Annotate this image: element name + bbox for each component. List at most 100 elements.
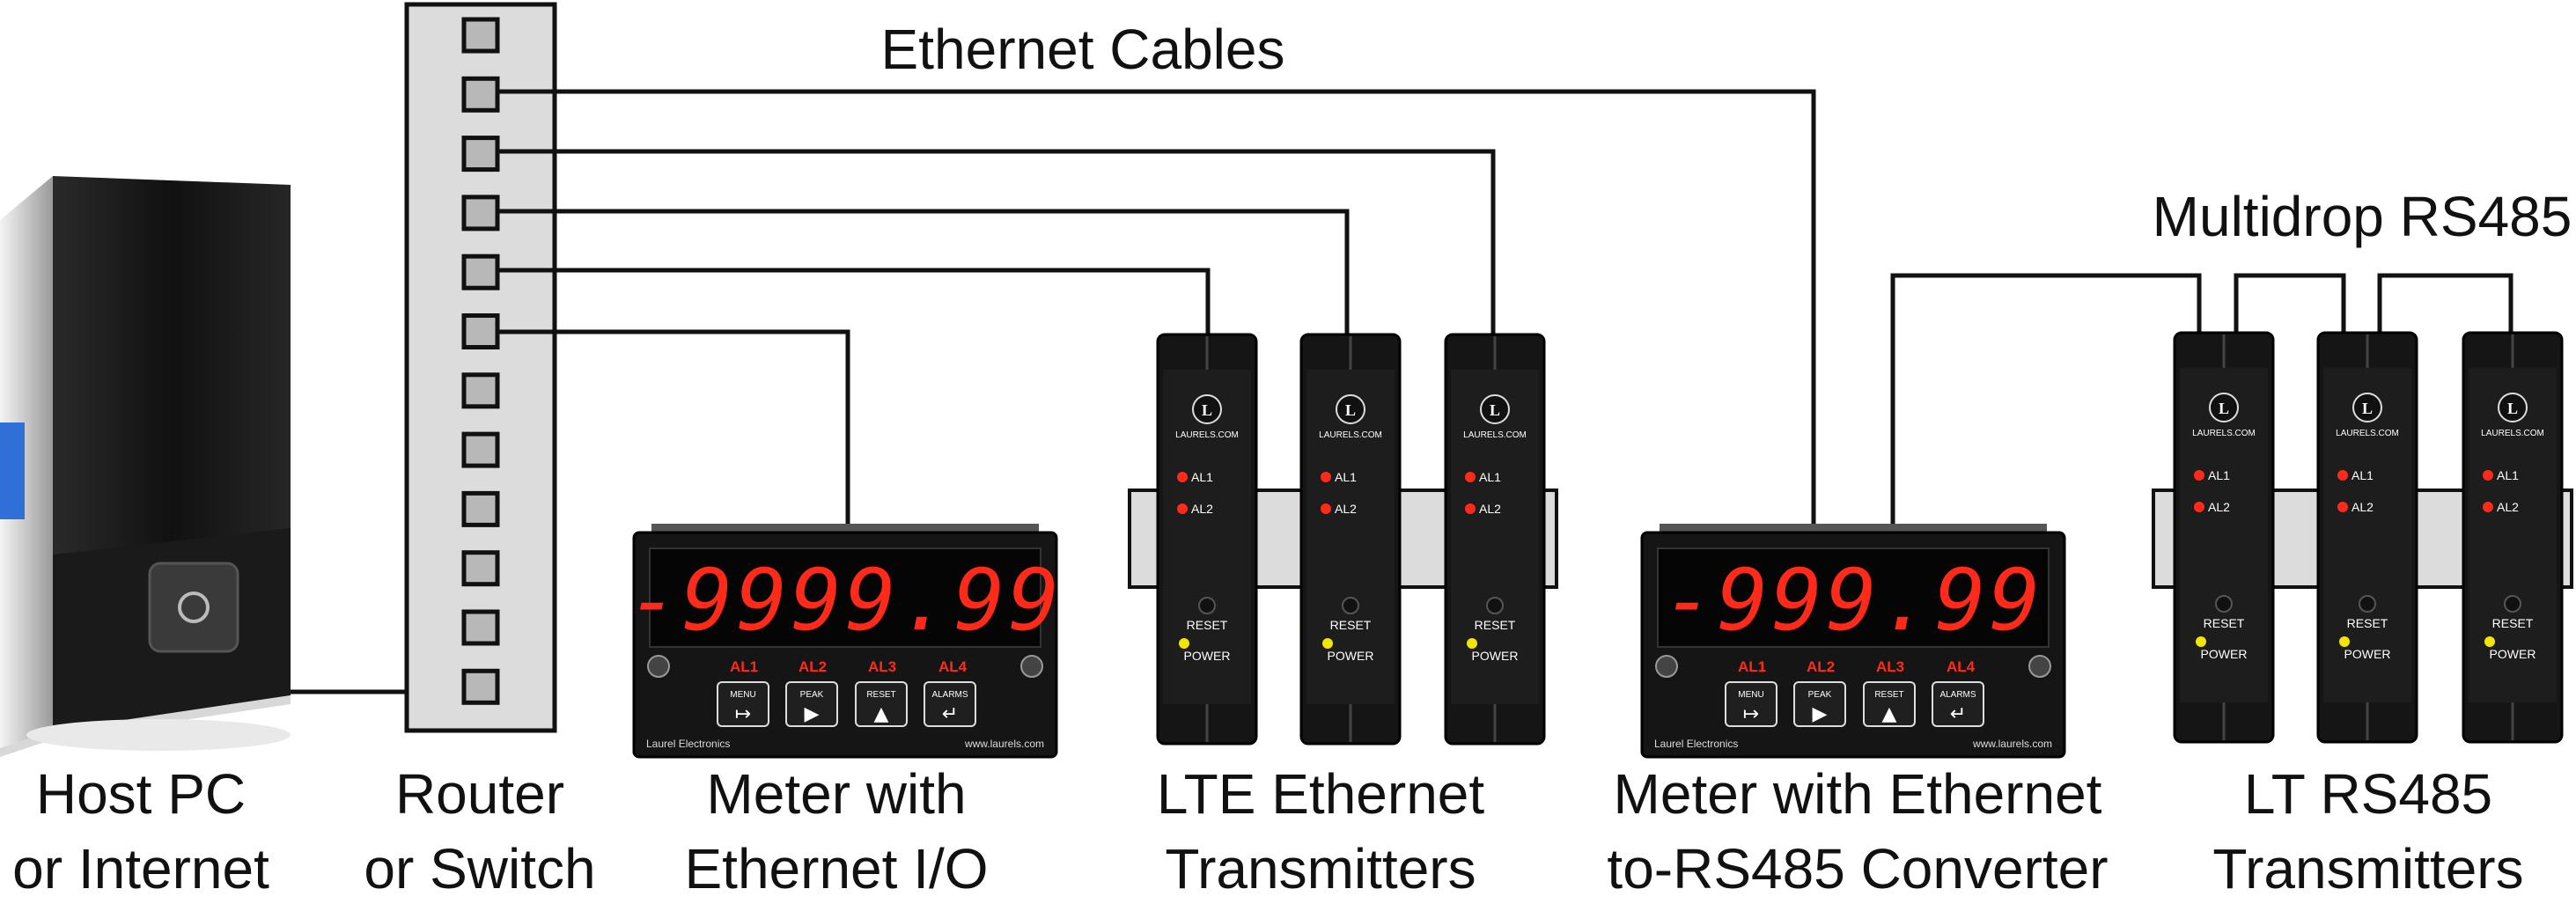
- meter-button-alarms: [924, 681, 976, 727]
- ethernet-cables: [498, 89, 2513, 528]
- reset-button-icon: [1198, 597, 1216, 614]
- meter-button-peak: [1793, 681, 1846, 727]
- logo-text: LAURELS.COM: [2192, 429, 2256, 438]
- power-label: POWER: [1472, 649, 1519, 663]
- logo-text: LAURELS.COM: [1463, 430, 1527, 440]
- alarm-led-label: AL1: [1335, 470, 1357, 484]
- transmitter-face: [2180, 368, 2268, 702]
- transmitter-face: [1306, 370, 1395, 704]
- reset-label: RESET: [1330, 618, 1372, 632]
- host-pc-tower: [0, 176, 291, 757]
- reset-label: RESET: [1475, 618, 1516, 632]
- power-led-icon: [1467, 638, 1477, 649]
- alarm-led-icon: [1321, 503, 1331, 514]
- reset-button-icon: [1486, 597, 1504, 614]
- ethernet-cables-label: Ethernet Cables: [881, 18, 1285, 81]
- reset-button-icon: [1342, 597, 1359, 614]
- alarm-led-label: AL2: [1479, 502, 1501, 516]
- alarm-led-icon: [2483, 470, 2493, 481]
- alarm-led-icon: [2337, 502, 2348, 512]
- alarm-led-icon: [1177, 503, 1188, 514]
- alarm-led-label: AL2: [2352, 500, 2374, 514]
- alarm-led-label: AL1: [2208, 468, 2230, 482]
- caption-lt-line1: LT RS485: [2243, 762, 2493, 826]
- meter-button-glyph-icon: ↵: [942, 703, 958, 725]
- laurel-logo-icon: [1480, 394, 1510, 424]
- meter-button-peak: [785, 681, 838, 727]
- router-port: [461, 550, 500, 587]
- meter-website: www.laurels.com: [964, 738, 1044, 750]
- rs485-cable-meter-lt1: [1890, 273, 2202, 528]
- meter-button-glyph-icon: ↦: [735, 703, 751, 725]
- meter-alarm-label: AL1: [1738, 658, 1766, 675]
- meter-button-label: RESET: [866, 690, 895, 700]
- transmitter-face: [1451, 370, 1539, 704]
- caption-meter-rs485-line2: to-RS485 Converter: [1607, 837, 2109, 900]
- meter-button-label: ALARMS: [931, 690, 968, 700]
- alarm-led-label: AL2: [2208, 500, 2230, 514]
- transmitter-face: [1163, 370, 1251, 704]
- power-label: POWER: [1328, 649, 1374, 663]
- logo-text: LAURELS.COM: [1175, 430, 1239, 440]
- meter-screw-icon: [1020, 655, 1043, 678]
- meter-button-label: PEAK: [1808, 690, 1832, 700]
- reset-label: RESET: [1187, 618, 1228, 632]
- router-switch: [404, 2, 557, 733]
- caption-meter-rs485-line1: Meter with Ethernet: [1613, 762, 2102, 826]
- reset-button-icon: [2504, 595, 2521, 613]
- logo-letter: L: [1345, 401, 1356, 419]
- power-led-icon: [2339, 636, 2350, 647]
- router-port: [461, 372, 500, 409]
- meter-button-glyph-icon: ↦: [1743, 703, 1759, 725]
- alarm-led-icon: [1465, 503, 1476, 514]
- caption-host-pc-line2: or Internet: [12, 837, 269, 900]
- logo-text: LAURELS.COM: [1319, 430, 1382, 440]
- meter-display-window: [1657, 547, 2050, 648]
- meter-button-reset: [855, 681, 908, 727]
- alarm-led-icon: [2337, 470, 2348, 481]
- router-port: [461, 136, 500, 173]
- lte-transmitters: LLAURELS.COMAL1AL2RESETPOWERLLAURELS.COM…: [1156, 333, 1546, 746]
- rs485-cable-lt1-lt2: [2234, 273, 2346, 339]
- meter-alarm-label: AL1: [730, 658, 758, 675]
- meter-button-menu: [717, 681, 769, 727]
- multidrop-label: Multidrop RS485: [2153, 185, 2572, 248]
- meter-button-glyph-icon: ▲: [1882, 703, 1897, 725]
- alarm-led-label: AL2: [1191, 502, 1213, 516]
- alarm-led-label: AL2: [1335, 502, 1357, 516]
- caption-lte-line1: LTE Ethernet: [1156, 762, 1485, 826]
- alarm-led-icon: [1321, 472, 1331, 482]
- meter-alarm-label: AL3: [1876, 658, 1904, 675]
- laurel-logo-icon: [2209, 393, 2239, 422]
- alarm-led-icon: [2194, 470, 2204, 481]
- router-port: [461, 668, 500, 705]
- reset-label: RESET: [2492, 616, 2534, 630]
- power-led-icon: [1322, 638, 1333, 649]
- laurel-logo-icon: [1192, 394, 1222, 424]
- alarm-led-label: AL1: [2497, 468, 2519, 482]
- meter-display-window: [649, 547, 1041, 648]
- logo-letter: L: [2219, 400, 2229, 417]
- router-port: [461, 76, 500, 113]
- meter-website: www.laurels.com: [1972, 738, 2052, 750]
- cable-port5-meter-eth: [498, 329, 850, 528]
- meter-screw-icon: [647, 655, 670, 678]
- meter-button-label: RESET: [1874, 690, 1903, 700]
- meter-led-readout: -9999.99: [628, 551, 1063, 650]
- meter-button-label: ALARMS: [1939, 690, 1976, 700]
- reset-button-icon: [2215, 595, 2233, 613]
- power-led-icon: [2196, 636, 2206, 647]
- cable-port1-meter-rs485: [498, 89, 1816, 528]
- meter-button-glyph-icon: ▶: [805, 703, 820, 725]
- alarm-led-icon: [2483, 502, 2493, 512]
- meter-screw-icon: [2028, 655, 2051, 678]
- meter-led-readout: -999.99: [1663, 551, 2044, 650]
- caption-meter-eth-line2: Ethernet I/O: [684, 837, 989, 900]
- reset-label: RESET: [2204, 616, 2245, 630]
- power-label: POWER: [2201, 647, 2248, 661]
- meter-brand: Laurel Electronics: [646, 738, 730, 750]
- meter-button-label: MENU: [730, 690, 755, 700]
